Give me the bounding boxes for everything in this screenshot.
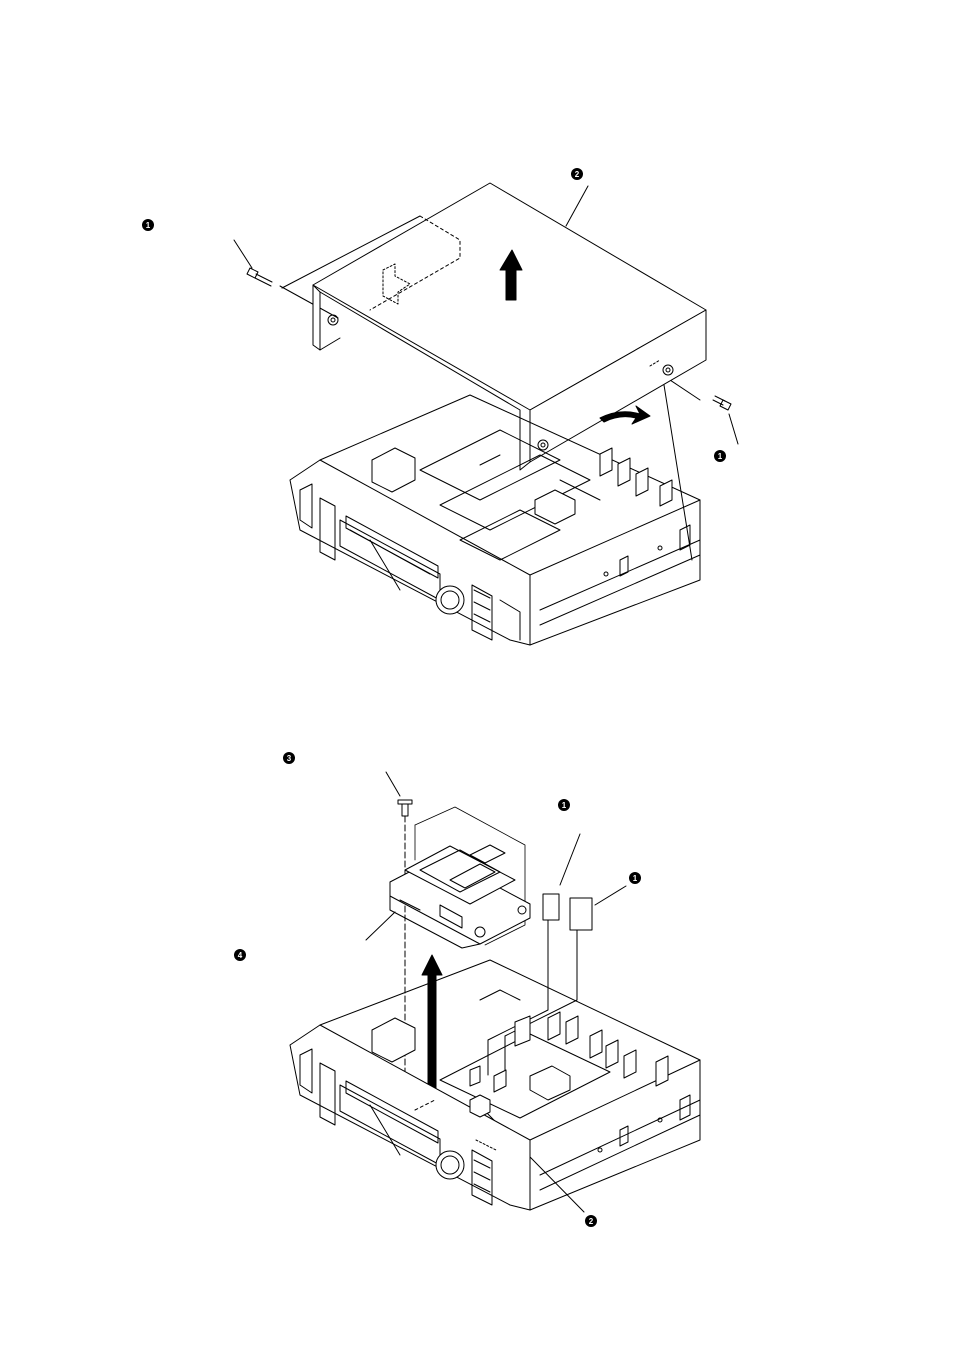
leader-line [366,912,395,940]
callout-number: 3 [287,754,292,763]
chassis-top [290,395,700,645]
callout-bottom-connector: 2 [585,1215,597,1227]
leader-line [386,772,400,796]
alignment-line [670,380,700,400]
leader-line [234,240,252,268]
leader-line [729,414,738,444]
callout-bottom-flat-cable-b: 1 [629,872,641,884]
callout-number: 1 [718,452,723,461]
leader-line [566,186,588,226]
callout-top-screw-right: 1 [714,450,726,462]
chassis-bottom [290,960,700,1210]
screw-left [247,268,272,286]
callout-number: 1 [146,221,151,230]
top-cover [313,183,706,470]
callout-bottom-mechanism: 4 [234,949,246,961]
screw-right [713,396,731,410]
callout-bottom-screw: 3 [283,752,295,764]
callout-number: 2 [575,170,580,179]
leader-line [560,834,580,885]
callout-top-cover: 2 [571,168,583,180]
top-figure: 1 2 1 [142,168,738,645]
callout-bottom-flat-cable-a: 1 [558,799,570,811]
bottom-figure: 3 1 1 4 2 [234,752,700,1227]
screw-bottom [398,800,412,1110]
callout-number: 1 [633,874,638,883]
callout-number: 1 [562,801,567,810]
callout-top-screw-left: 1 [142,219,154,231]
callout-number: 2 [589,1217,594,1226]
leader-line [595,886,626,905]
alignment-line [660,360,692,560]
cd-mechanism [390,845,530,948]
callout-number: 4 [238,951,243,960]
